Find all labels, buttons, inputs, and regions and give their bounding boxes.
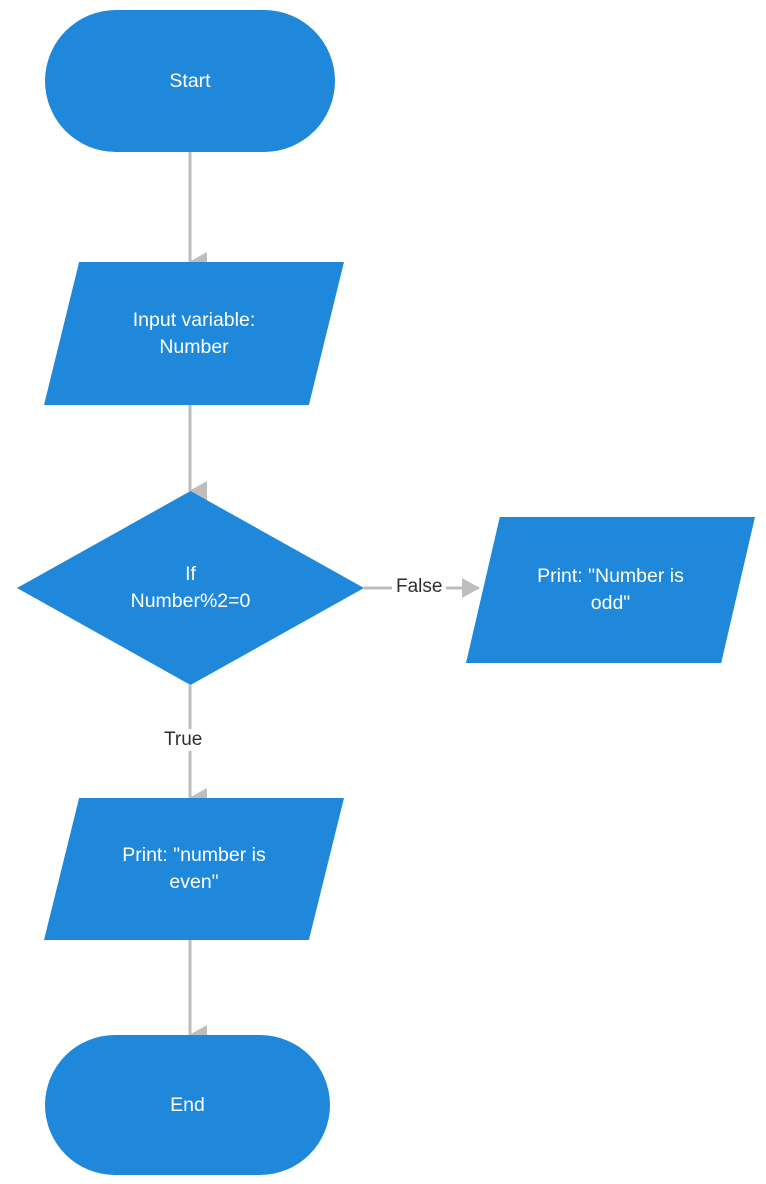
node-input-variable-label: Input variable: Number (132, 308, 256, 358)
node-decision-even-label: If Number%2=0 (130, 563, 251, 612)
node-start-label: Start (169, 69, 211, 92)
node-print-even[interactable]: Print: "number is even" (44, 798, 344, 940)
node-print-odd-label: Print: "Number is odd" (537, 565, 684, 614)
node-input-variable[interactable]: Input variable: Number (44, 262, 344, 405)
node-start[interactable]: Start (45, 10, 335, 152)
edge-label-false: False (392, 576, 447, 598)
node-print-odd[interactable]: Print: "Number is odd" (466, 517, 755, 663)
node-print-even-label: Print: "number is even" (122, 844, 266, 893)
node-end[interactable]: End (45, 1035, 330, 1175)
node-end-label: End (170, 1093, 205, 1116)
edge-label-true: True (160, 729, 207, 751)
